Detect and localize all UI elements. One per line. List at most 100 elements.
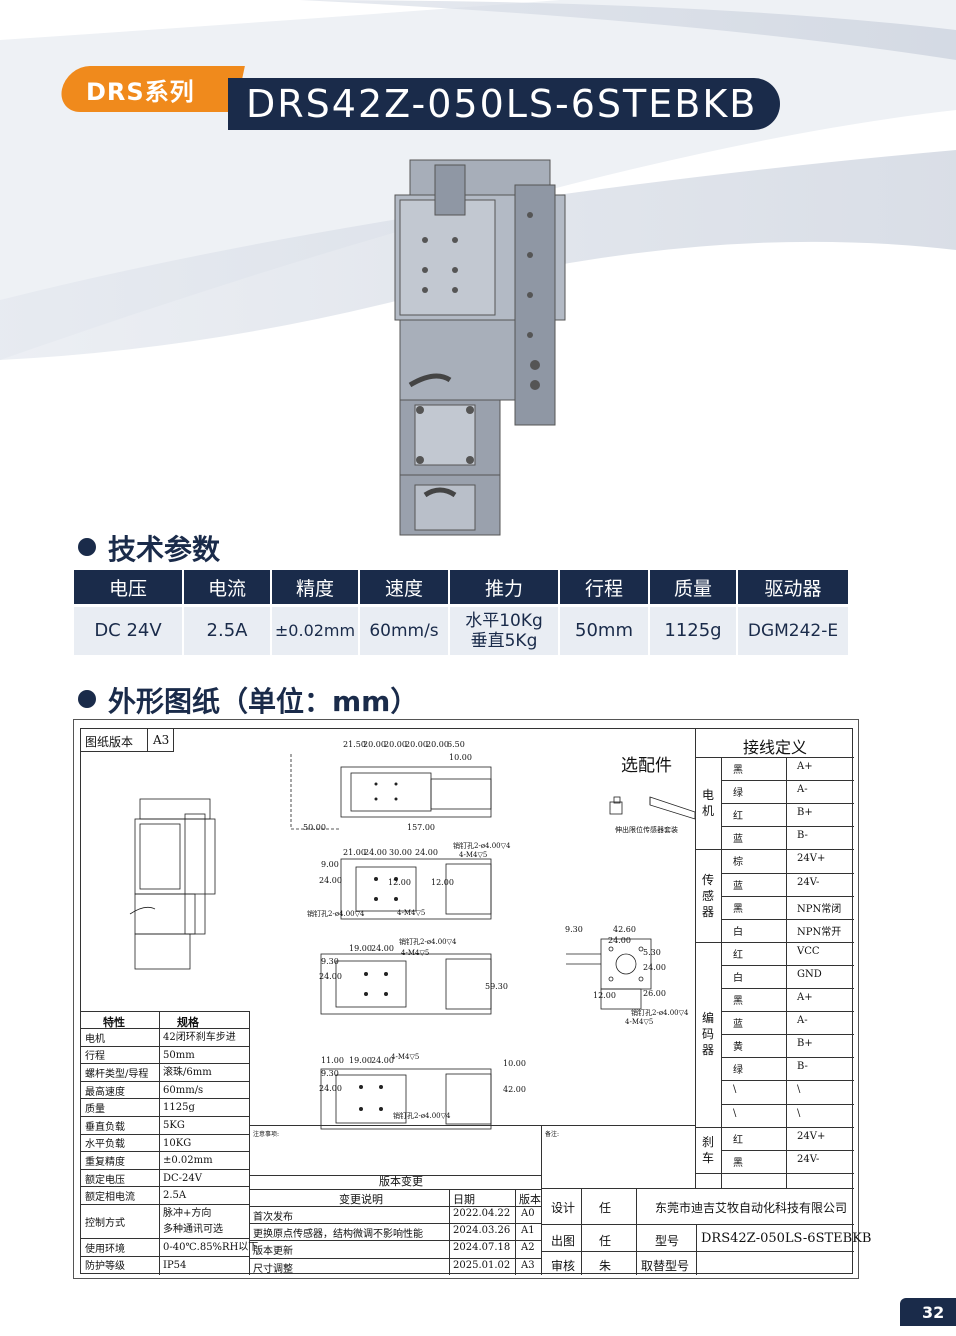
dim-text: 4-M4▽5 xyxy=(625,1018,654,1026)
dim-text: 24.00 xyxy=(415,848,438,857)
revision-desc: 首次发布 xyxy=(253,1212,293,1223)
props-feature: 额定相电流 xyxy=(85,1192,135,1204)
dim-text: 销钉孔2-ø4.00▽4 xyxy=(399,938,457,946)
page-number: 32 xyxy=(922,1303,945,1322)
iso-view xyxy=(129,798,216,970)
tb-design-label: 设计 xyxy=(551,1201,576,1215)
side-view xyxy=(566,938,652,1010)
wiring-row-line xyxy=(721,941,854,943)
wiring-color: \ xyxy=(733,1084,737,1096)
dim-text: 4-M4▽5 xyxy=(391,1053,420,1061)
props-spec: DC-24V xyxy=(163,1172,202,1184)
props-spec: 滚珠/6mm xyxy=(163,1067,212,1079)
dim-text: 10.00 xyxy=(503,1059,526,1068)
props-feature: 水平负载 xyxy=(85,1139,125,1151)
dim-text: 24.00 xyxy=(364,848,387,857)
spec-value-cell: 水平10Kg 垂直5Kg xyxy=(450,607,558,655)
wiring-color: 绿 xyxy=(733,1065,743,1077)
section-bullet xyxy=(78,690,96,708)
wiring-signal: \ xyxy=(797,1084,801,1096)
wiring-color: 棕 xyxy=(733,857,743,869)
wiring-group-line xyxy=(695,941,721,943)
dim-text: 20.00 xyxy=(363,740,386,749)
dim-text: 24.00 xyxy=(643,963,666,972)
wiring-row-line xyxy=(721,964,854,966)
spec-header-cell: 驱动器 xyxy=(738,570,848,604)
props-feature: 控制方式 xyxy=(85,1218,125,1229)
dim-text: 24.00 xyxy=(319,972,342,981)
model-title: DRS42Z-050LS-6STEBKB xyxy=(246,82,758,126)
props-row-line xyxy=(81,1080,249,1082)
props-spec: 5KG xyxy=(163,1120,185,1131)
tb-company: 东莞市迪吉艾牧自动化科技有限公司 xyxy=(655,1201,848,1215)
dim-text: 12.00 xyxy=(388,878,411,887)
dim-text: 24.00 xyxy=(608,936,631,945)
dim-text: 21.00 xyxy=(343,848,366,857)
dim-text: 9.30 xyxy=(321,1069,339,1078)
dim-text: 30.00 xyxy=(389,848,412,857)
wiring-group-line xyxy=(695,1126,721,1128)
props-feature: 行程 xyxy=(85,1051,105,1063)
wiring-color: \ xyxy=(733,1107,737,1119)
props-feature: 电机 xyxy=(85,1033,105,1045)
props-row-line xyxy=(81,1204,249,1205)
dim-text: 21.50 xyxy=(343,740,366,749)
wiring-group-name: 编码器 xyxy=(701,1011,714,1058)
props-row-line xyxy=(81,1063,249,1065)
props-spec: 10KG xyxy=(163,1137,192,1149)
dim-text: 26.00 xyxy=(643,989,666,998)
tb-draw-label: 出图 xyxy=(551,1234,576,1248)
wiring-group-name: 电机 xyxy=(701,788,714,819)
props-spec: 0-40℃.85%RH以下 xyxy=(163,1242,259,1253)
wiring-group-line xyxy=(695,1172,721,1174)
dim-text: 24.00 xyxy=(371,944,394,953)
spec-header-cell: 质量 xyxy=(650,570,736,604)
wiring-row-line xyxy=(721,1172,854,1174)
wiring-signal: A+ xyxy=(797,992,813,1003)
dim-text: 销钉孔2-ø4.00▽4 xyxy=(631,1009,689,1017)
props-feature: 防护等级 xyxy=(85,1261,125,1273)
wiring-signal: B- xyxy=(797,1061,808,1073)
props-row-line xyxy=(81,1255,249,1257)
tb-check-value: 朱 xyxy=(599,1259,612,1273)
dim-text: 12.00 xyxy=(593,991,616,1000)
revision-date: 2025.01.02 xyxy=(453,1259,511,1271)
spec-header-cell: 电流 xyxy=(184,570,270,604)
tb-check-label: 审核 xyxy=(551,1259,576,1273)
props-spec: IP54 xyxy=(163,1259,187,1271)
drawing-frame: 图纸版本 A3 xyxy=(80,728,871,1275)
page-number-box xyxy=(900,1298,956,1326)
revision-version: A0 xyxy=(521,1208,535,1219)
wiring-color: 蓝 xyxy=(733,1019,743,1031)
revision-date: 2024.03.26 xyxy=(453,1225,511,1237)
props-feature: 重复精度 xyxy=(85,1157,125,1168)
props-spec: ±0.02mm xyxy=(163,1155,213,1167)
wiring-signal: NPN常开 xyxy=(797,926,842,938)
revisions-col: 变更说明 xyxy=(339,1193,383,1206)
accessory-image xyxy=(609,796,696,820)
spec-value-cell: DGM242-E xyxy=(738,607,848,655)
wiring-row-line xyxy=(721,826,854,828)
props-spec: 60mm/s xyxy=(163,1084,204,1096)
wiring-signal: 24V+ xyxy=(797,1130,826,1142)
wiring-signal: \ xyxy=(797,1107,801,1119)
revision-row-line xyxy=(249,1240,541,1242)
model-banner xyxy=(228,78,780,130)
spec-header-cell: 推力 xyxy=(450,570,558,604)
wiring-signal: NPN常闭 xyxy=(797,903,842,915)
wiring-row-line xyxy=(721,1057,854,1059)
dim-text: 9.30 xyxy=(565,925,583,934)
wiring-row-line xyxy=(721,872,854,874)
tb-design-value: 任 xyxy=(599,1201,612,1215)
wiring-signal: GND xyxy=(797,968,822,980)
wiring-signal: 24V- xyxy=(797,876,820,888)
wiring-row-line xyxy=(721,1103,854,1105)
wiring-color: 黑 xyxy=(733,903,743,915)
props-row-line xyxy=(81,1098,249,1100)
revision-version: A1 xyxy=(521,1225,535,1237)
revision-version: A2 xyxy=(521,1242,535,1254)
wiring-row-line xyxy=(721,803,854,805)
tb-model-label: 型号 xyxy=(655,1234,680,1248)
wiring-row-line xyxy=(721,849,854,851)
props-row-line xyxy=(81,1028,249,1029)
